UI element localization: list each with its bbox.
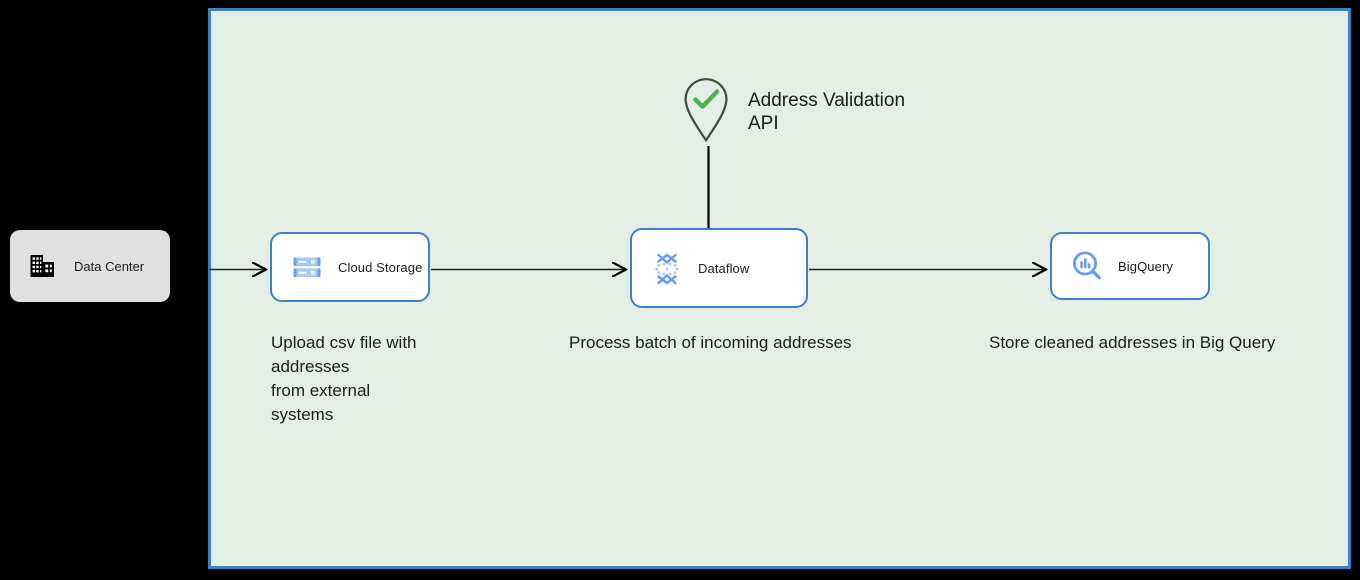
caption-dataflow: Process batch of incoming addresses xyxy=(569,333,852,352)
node-label-address-validation-api: Address Validation API xyxy=(748,90,906,134)
node-dataflow[interactable]: Dataflow xyxy=(630,228,808,308)
map-pin-check-icon xyxy=(682,76,730,144)
node-bigquery[interactable]: BigQuery xyxy=(1050,232,1210,300)
node-label-dataflow: Dataflow xyxy=(698,260,750,276)
node-label-bigquery: BigQuery xyxy=(1118,258,1173,274)
bigquery-icon xyxy=(1070,249,1104,283)
dataflow-icon xyxy=(650,251,684,285)
node-address-validation-api[interactable] xyxy=(682,76,730,144)
node-label-data-center: Data Center xyxy=(74,258,145,274)
node-cloud-storage[interactable]: Cloud Storage xyxy=(270,232,430,302)
node-label-cloud-storage: Cloud Storage xyxy=(338,259,423,275)
caption-bigquery: Store cleaned addresses in Big Query xyxy=(989,333,1276,352)
caption-cloud-storage: Upload csv file with addresses from exte… xyxy=(271,333,417,424)
node-data-center[interactable]: Data Center xyxy=(10,230,170,302)
building-icon xyxy=(28,251,58,281)
cloud-storage-icon xyxy=(290,250,324,284)
